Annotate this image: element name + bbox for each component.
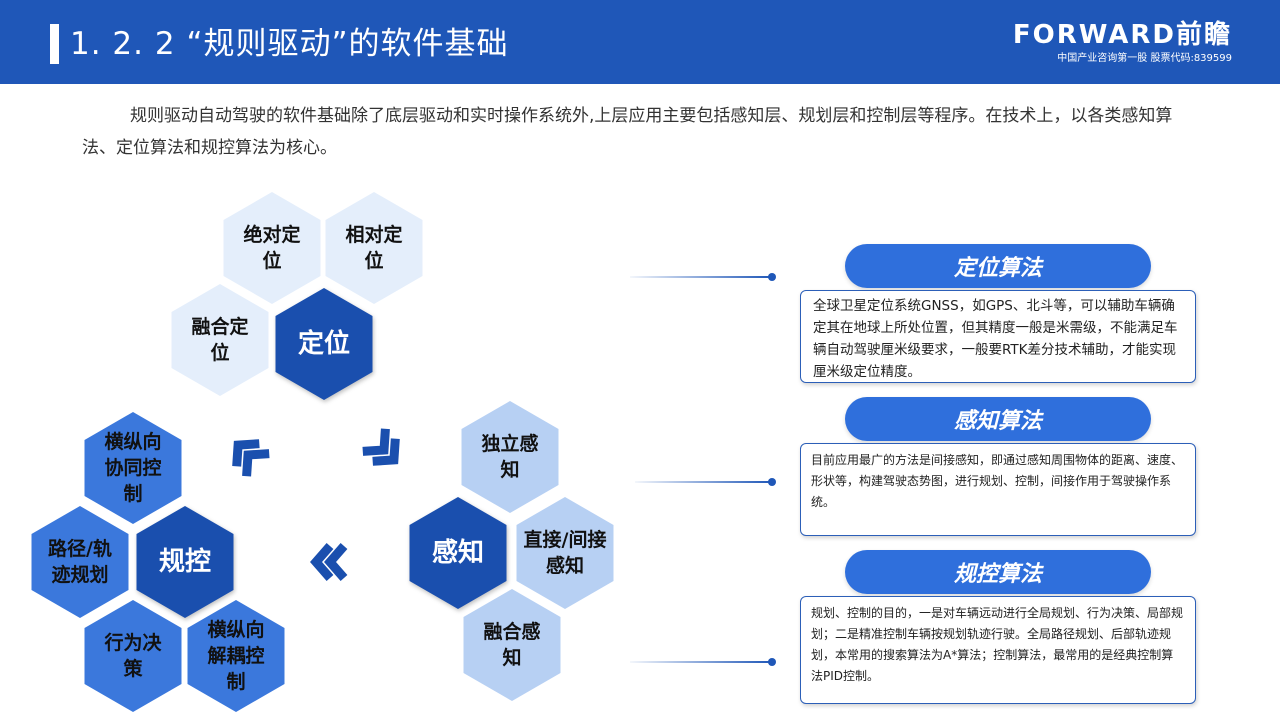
perception-algorithm-desc: 目前应用最广的方法是间接感知，即通过感知周围物体的距离、速度、形状等，构建驾驶态… [800, 443, 1196, 536]
hex-shape-independent-perception [461, 401, 559, 513]
hex-perception-center: 感知 [431, 537, 484, 568]
hex-shape-positioning-center [275, 288, 373, 400]
connector-dot-perception [768, 478, 776, 486]
connector-perception [635, 481, 772, 483]
hex-shape-planning-control-center [136, 506, 234, 618]
hex-shape-absolute-positioning [223, 192, 321, 304]
hex-shape-lateral-longitudinal-cooperative-control [84, 412, 182, 524]
brand-logo: FORWARD前瞻 [1012, 20, 1232, 50]
hex-fusion-perception: 融合感知 [483, 620, 541, 669]
hex-positioning-center: 定位 [297, 328, 350, 359]
hex-shape-perception-center [409, 497, 507, 609]
connector-positioning [630, 276, 772, 278]
hex-shape-behavior-decision [84, 600, 182, 712]
hex-shape-path-trajectory-planning [31, 506, 129, 618]
hex-shape-relative-positioning [325, 192, 423, 304]
hex-behavior-decision: 行为决策 [104, 631, 162, 680]
hex-shape-fusion-positioning [171, 284, 269, 396]
connector-dot-positioning [768, 273, 776, 281]
hex-path-trajectory-planning: 路径/轨迹规划 [48, 537, 112, 586]
arrow-chevron-upper-right-icon [362, 428, 400, 466]
hex-relative-positioning: 相对定位 [345, 223, 403, 272]
positioning-algorithm-desc: 全球卫星定位系统GNSS，如GPS、北斗等，可以辅助车辆确定其在地球上所处位置，… [800, 290, 1196, 383]
hex-planning-control-center: 规控 [158, 546, 211, 577]
planning-algorithm-title: 规控算法 [845, 550, 1151, 594]
hex-lateral-longitudinal-decoupled-control: 横纵向解耦控制 [207, 618, 265, 693]
brand-tagline: 中国产业咨询第一股 股票代码:839599 [1057, 53, 1232, 64]
hex-independent-perception: 独立感知 [481, 432, 539, 481]
planning-algorithm-desc: 规划、控制的目的，一是对车辆远动进行全局规划、行为决策、局部规划；二是精准控制车… [800, 596, 1196, 704]
hex-fusion-positioning: 融合定位 [191, 315, 249, 364]
hex-direct-indirect-perception: 直接/间接感知 [523, 528, 607, 577]
hex-absolute-positioning: 绝对定位 [243, 223, 301, 272]
positioning-algorithm-title: 定位算法 [845, 244, 1151, 288]
hex-shape-fusion-perception [463, 589, 561, 701]
intro-paragraph: 规则驱动自动驾驶的软件基础除了底层驱动和实时操作系统外,上层应用主要包括感知层、… [82, 106, 1173, 158]
connector-planning [630, 661, 772, 663]
perception-algorithm-title: 感知算法 [845, 397, 1151, 441]
page-title: 1. 2. 2 “规则驱动”的软件基础 [70, 26, 509, 62]
hex-shape-lateral-longitudinal-decoupled-control [187, 600, 285, 712]
header-bar: 1. 2. 2 “规则驱动”的软件基础 FORWARD前瞻 中国产业咨询第一股 … [0, 0, 1280, 84]
connector-dot-planning [768, 658, 776, 666]
hex-lateral-longitudinal-cooperative-control: 横纵向协同控制 [104, 430, 162, 505]
arrow-chevron-upper-left-icon [232, 439, 270, 477]
arrow-chevron-left-icon [310, 543, 348, 581]
hex-shape-direct-indirect-perception [516, 497, 614, 609]
title-accent-bar [50, 24, 59, 64]
